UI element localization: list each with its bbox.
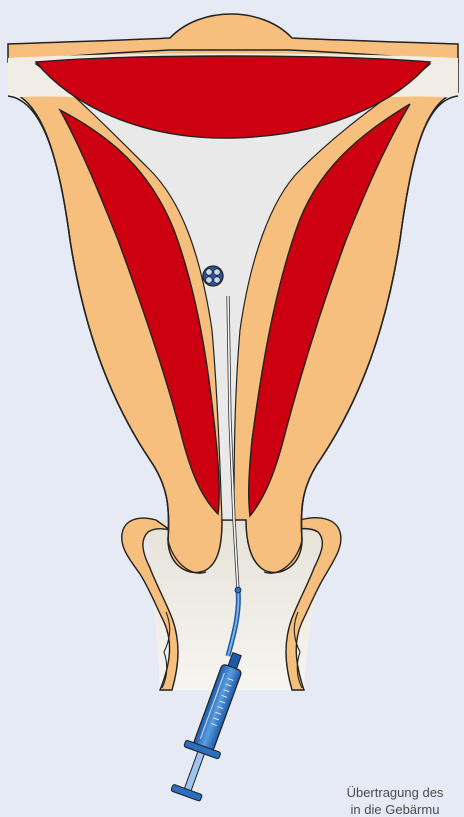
caption-line-1: Übertragung des [300,784,464,801]
embryo-icon [203,266,223,286]
caption-line-2: in die Gebärmu [300,801,464,817]
figure-caption: Übertragung des in die Gebärmu [300,784,464,817]
